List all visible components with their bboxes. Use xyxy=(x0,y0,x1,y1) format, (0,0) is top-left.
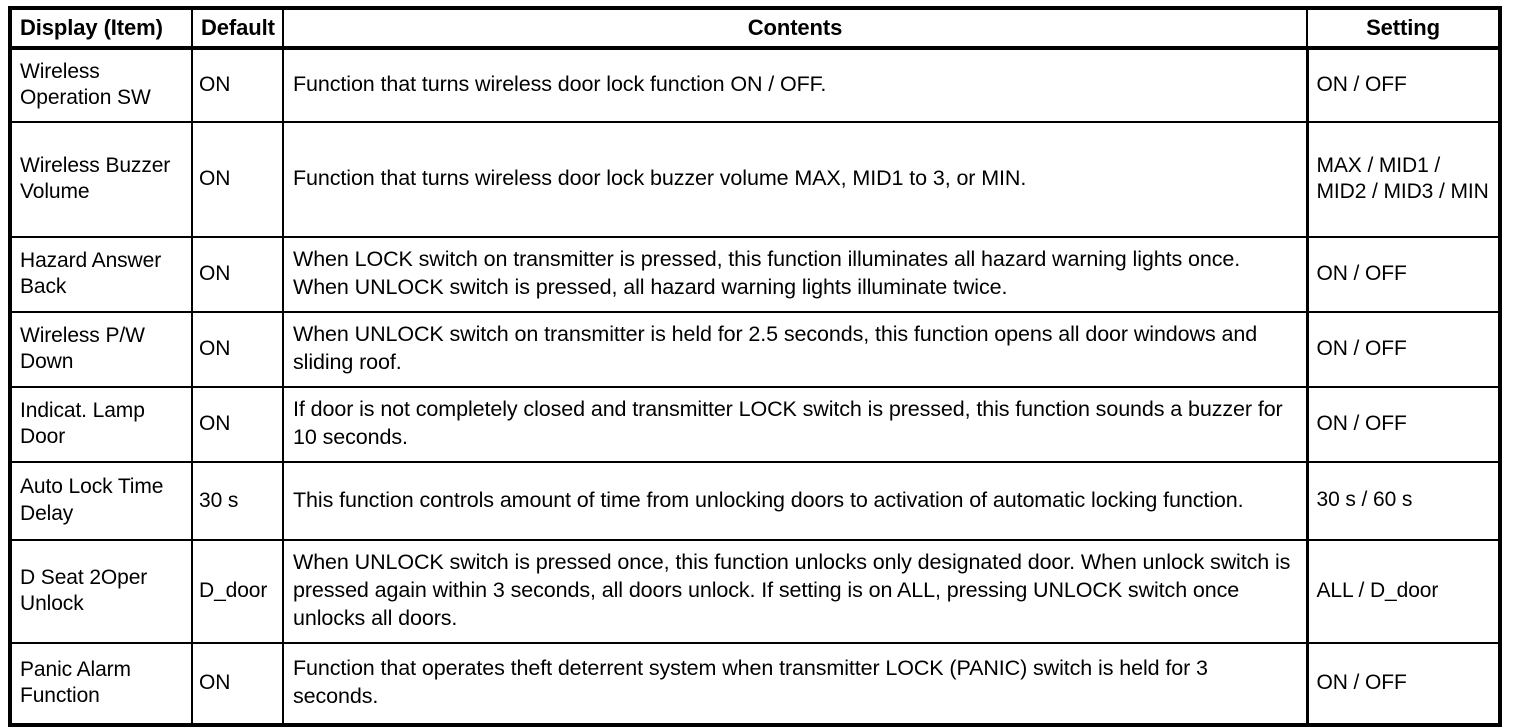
cell-contents: Function that operates theft deterrent s… xyxy=(282,642,1308,726)
column-header-setting: Setting xyxy=(1306,7,1501,50)
table-row: Panic Alarm Function ON Function that op… xyxy=(9,642,1501,726)
table-row: Wireless P/W Down ON When UNLOCK switch … xyxy=(9,311,1501,388)
column-header-contents: Contents xyxy=(282,7,1308,50)
table-row: Wireless Operation SW ON Function that t… xyxy=(9,47,1501,123)
cell-setting: MAX / MID1 / MID2 / MID3 / MIN xyxy=(1305,121,1501,238)
cell-setting: ON / OFF xyxy=(1305,236,1501,313)
cell-default: ON xyxy=(191,47,284,123)
cell-display-item: Wireless P/W Down xyxy=(9,311,193,388)
cell-display-item: Hazard Answer Back xyxy=(9,236,193,313)
cell-default: ON xyxy=(191,386,284,463)
cell-setting: ON / OFF xyxy=(1305,642,1501,726)
column-header-default: Default xyxy=(191,7,284,50)
cell-default: ON xyxy=(191,311,284,388)
cell-default: ON xyxy=(191,642,284,726)
table-row: D Seat 2Oper Unlock D_door When UNLOCK s… xyxy=(9,539,1501,644)
table-header-row: Display (Item) Default Contents Setting xyxy=(9,7,1501,50)
cell-display-item: Wireless Operation SW xyxy=(9,47,193,123)
table-row: Wireless Buzzer Volume ON Function that … xyxy=(9,121,1501,238)
cell-contents: This function controls amount of time fr… xyxy=(282,461,1308,541)
cell-contents: When UNLOCK switch is pressed once, this… xyxy=(282,539,1308,644)
cell-display-item: D Seat 2Oper Unlock xyxy=(9,539,193,644)
cell-setting: 30 s / 60 s xyxy=(1305,461,1501,541)
cell-default: 30 s xyxy=(191,461,284,541)
column-header-display-item: Display (Item) xyxy=(9,7,193,50)
cell-display-item: Indicat. Lamp Door xyxy=(9,386,193,463)
cell-default: ON xyxy=(191,236,284,313)
cell-setting: ON / OFF xyxy=(1305,386,1501,463)
cell-contents: When UNLOCK switch on transmitter is hel… xyxy=(282,311,1308,388)
cell-contents: When LOCK switch on transmitter is press… xyxy=(282,236,1308,313)
cell-setting: ON / OFF xyxy=(1305,47,1501,123)
cell-default: D_door xyxy=(191,539,284,644)
cell-display-item: Auto Lock Time Delay xyxy=(9,461,193,541)
cell-contents: Function that turns wireless door lock f… xyxy=(282,47,1308,123)
cell-setting: ON / OFF xyxy=(1305,311,1501,388)
table-row: Hazard Answer Back ON When LOCK switch o… xyxy=(9,236,1501,313)
cell-default: ON xyxy=(191,121,284,238)
table-body: Wireless Operation SW ON Function that t… xyxy=(9,47,1501,726)
cell-setting: ALL / D_door xyxy=(1305,539,1501,644)
cell-contents: Function that turns wireless door lock b… xyxy=(282,121,1308,238)
table-row: Indicat. Lamp Door ON If door is not com… xyxy=(9,386,1501,463)
table-header: Display (Item) Default Contents Setting xyxy=(9,7,1501,50)
table-row: Auto Lock Time Delay 30 s This function … xyxy=(9,461,1501,541)
settings-specification-table: Display (Item) Default Contents Setting … xyxy=(8,6,1502,727)
cell-display-item: Wireless Buzzer Volume xyxy=(9,121,193,238)
cell-display-item: Panic Alarm Function xyxy=(9,642,193,726)
cell-contents: If door is not completely closed and tra… xyxy=(282,386,1308,463)
